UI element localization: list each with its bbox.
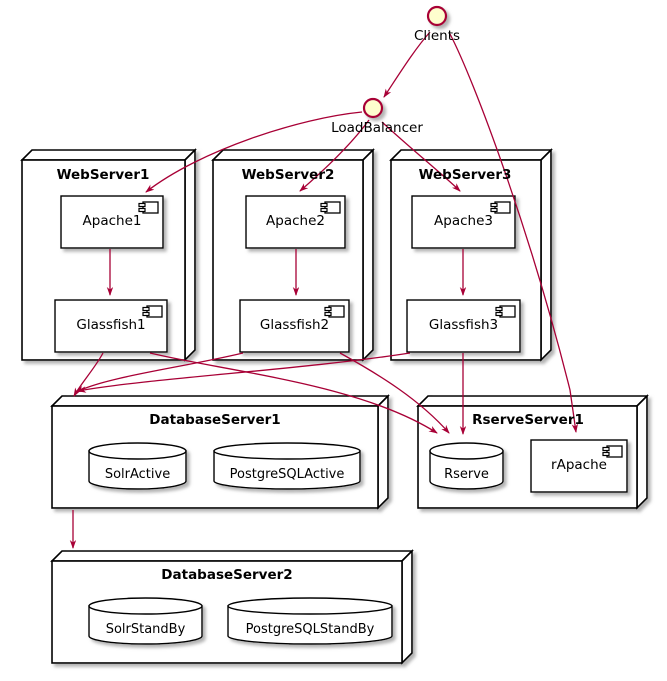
- component-rapache[interactable]: [530, 439, 628, 493]
- connection-loadbalancer-to-apache2: [299, 119, 370, 192]
- component-icon-tab-bottom: [602, 451, 610, 457]
- component-icon-tab-bottom: [320, 207, 328, 213]
- node-title-webserver3: WebServer3: [418, 167, 512, 183]
- component-apache2[interactable]: [245, 195, 346, 249]
- node-top-face-databaseserver2: [50, 550, 414, 562]
- node-title-databaseserver2: DatabaseServer2: [161, 567, 293, 583]
- database-top-solractive: [88, 442, 187, 460]
- component-icon: [490, 201, 511, 214]
- component-icon-tab-top: [495, 306, 503, 312]
- node-title-databaseserver1: DatabaseServer1: [149, 412, 281, 428]
- component-icon-tab-top: [324, 306, 332, 312]
- component-icon-tab-top: [602, 446, 610, 452]
- database-label-solrstandby: SolrStandBy: [105, 622, 186, 637]
- node-title-webserver2: WebServer2: [241, 167, 335, 183]
- database-body-solrstandby: [88, 605, 203, 645]
- component-icon-tab-bottom: [138, 207, 146, 213]
- database-label-postgresqlstandby: PostgreSQLStandBy: [245, 622, 375, 637]
- connections-layer: [69, 31, 579, 549]
- connection-glassfish3-to-databaseserver1: [77, 352, 411, 393]
- actor-circle-clients: [426, 5, 448, 27]
- component-icon-body: [146, 305, 163, 318]
- node-side-face-webserver1: [184, 148, 196, 362]
- component-icon: [320, 201, 341, 214]
- database-top-rserve: [429, 442, 504, 460]
- component-icon-body: [606, 445, 623, 458]
- node-side-face-webserver2: [362, 148, 374, 362]
- database-solractive[interactable]: [88, 442, 187, 490]
- node-top-face-databaseserver1: [50, 395, 390, 407]
- component-apache1[interactable]: [60, 195, 164, 249]
- connection-loadbalancer-to-apache1: [145, 111, 363, 193]
- database-top-postgresqlactive: [213, 442, 361, 460]
- component-icon-tab-bottom: [324, 311, 332, 317]
- node-top-face-rserveserver1: [416, 395, 649, 407]
- database-top-postgresqlstandby: [227, 597, 393, 615]
- database-label-solractive: SolrActive: [104, 467, 171, 482]
- node-side-face-databaseserver2: [401, 549, 413, 665]
- node-title-rserveserver1: RserveServer1: [472, 412, 584, 428]
- component-label-glassfish2: Glassfish2: [259, 317, 330, 333]
- component-label-glassfish1: Glassfish1: [76, 317, 146, 333]
- node-side-face-databaseserver1: [377, 394, 389, 510]
- database-label-postgresqlactive: PostgreSQLActive: [229, 467, 345, 482]
- database-body-postgresqlstandby: [227, 605, 393, 645]
- component-icon-tab-top: [320, 202, 328, 208]
- component-icon-tab-top: [138, 202, 146, 208]
- actor-circle-loadbalancer: [362, 97, 384, 119]
- component-icon-body: [142, 201, 159, 214]
- nodes-layer: [20, 5, 649, 665]
- component-label-rapache: rApache: [551, 457, 607, 473]
- component-icon: [138, 201, 159, 214]
- component-glassfish1[interactable]: [54, 299, 168, 353]
- node-side-face-rserveserver1: [636, 394, 648, 510]
- database-postgresqlstandby[interactable]: [227, 597, 393, 645]
- component-icon-body: [494, 201, 511, 214]
- connection-glassfish1-to-databaseserver1: [73, 352, 104, 397]
- database-postgresqlactive[interactable]: [213, 442, 361, 490]
- component-label-glassfish3: Glassfish3: [428, 317, 499, 333]
- component-icon: [324, 305, 345, 318]
- database-label-rserve: Rserve: [444, 467, 489, 482]
- database-solrstandby[interactable]: [88, 597, 203, 645]
- component-icon: [602, 445, 623, 458]
- component-label-apache2: Apache2: [266, 213, 325, 229]
- connection-clients-to-loadbalancer: [383, 31, 431, 98]
- component-glassfish2[interactable]: [239, 299, 350, 353]
- node-top-face-webserver1: [20, 149, 197, 161]
- connection-glassfish2-to-rserve: [339, 352, 450, 434]
- connection-glassfish1-to-rserve: [149, 352, 438, 434]
- node-side-face-webserver3: [540, 148, 552, 362]
- database-body-solractive: [88, 450, 187, 490]
- database-rserve[interactable]: [429, 442, 504, 490]
- component-icon-body: [328, 305, 345, 318]
- actor-label-clients: Clients: [413, 28, 461, 44]
- component-icon: [495, 305, 516, 318]
- component-icon-tab-top: [490, 202, 498, 208]
- actor-clients[interactable]: [426, 5, 448, 27]
- actor-loadbalancer[interactable]: [362, 97, 384, 119]
- component-icon-tab-top: [142, 306, 150, 312]
- component-apache3[interactable]: [411, 195, 516, 249]
- component-icon-body: [499, 305, 516, 318]
- actor-label-loadbalancer: LoadBalancer: [331, 120, 423, 136]
- database-body-postgresqlactive: [213, 450, 361, 490]
- component-glassfish3[interactable]: [406, 299, 521, 353]
- node-title-webserver1: WebServer1: [56, 167, 150, 183]
- database-top-solrstandby: [88, 597, 203, 615]
- node-top-face-webserver2: [211, 149, 375, 161]
- component-icon-tab-bottom: [142, 311, 150, 317]
- database-body-rserve: [429, 450, 504, 490]
- component-icon-tab-bottom: [495, 311, 503, 317]
- connection-glassfish2-to-databaseserver1: [75, 352, 244, 393]
- connection-clients-to-rapache: [449, 33, 579, 433]
- connection-loadbalancer-to-apache3: [381, 121, 461, 192]
- component-icon-tab-bottom: [490, 207, 498, 213]
- component-icon-body: [324, 201, 341, 214]
- component-icon: [142, 305, 163, 318]
- component-label-apache3: Apache3: [434, 213, 493, 229]
- component-label-apache1: Apache1: [82, 213, 142, 229]
